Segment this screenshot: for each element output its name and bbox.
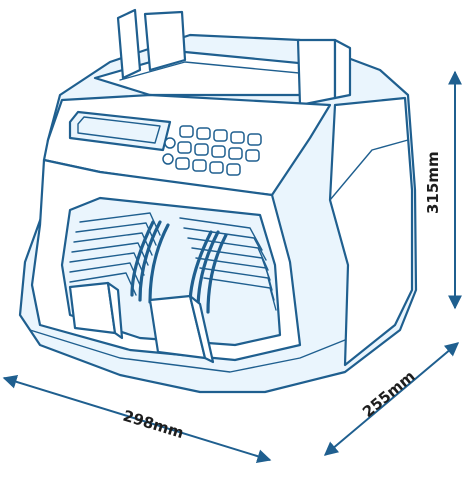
keypad: [162, 125, 262, 176]
hopper-guide-right: [296, 38, 337, 107]
banknote-counter-illustration: [18, 8, 418, 394]
display-window: [68, 110, 172, 152]
round-key: [162, 153, 174, 165]
key: [245, 149, 260, 162]
key: [196, 127, 211, 140]
stacker-plate-right-side: [188, 294, 215, 364]
hopper-guide-left-back: [143, 10, 187, 72]
hopper-guide-right-side: [333, 38, 352, 100]
key: [226, 163, 241, 176]
key: [247, 133, 262, 146]
key: [177, 141, 192, 154]
display-screen: [77, 116, 161, 144]
feed-rollers: [130, 220, 228, 314]
side-panel: [328, 96, 414, 367]
depth-label: 255mm: [359, 367, 419, 421]
round-key: [164, 137, 176, 149]
hopper-inner: [119, 61, 321, 81]
note-stack-right: [179, 217, 277, 311]
key: [175, 157, 190, 170]
side-panel-edge: [329, 139, 409, 201]
key: [228, 147, 243, 160]
key: [192, 159, 207, 172]
height-label: 315mm: [424, 151, 442, 214]
key: [209, 161, 224, 174]
height-dimension: 315mm: [424, 70, 462, 310]
key: [213, 129, 228, 142]
key: [179, 125, 194, 138]
key: [211, 145, 226, 158]
stacker-plate-left-side: [106, 281, 124, 340]
key: [194, 143, 209, 156]
width-label: 298mm: [121, 407, 186, 443]
key: [230, 131, 245, 144]
base-lip: [29, 329, 346, 373]
hopper-guide-left: [116, 8, 142, 80]
